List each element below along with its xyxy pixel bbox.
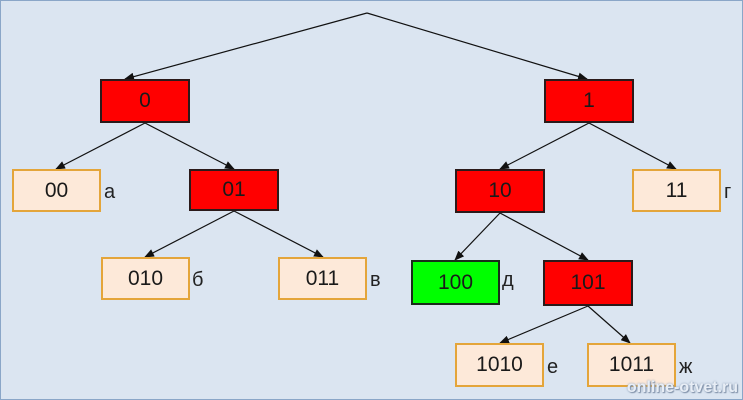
edge-101-1010 [499,305,589,344]
edge-0-01 [144,122,235,170]
node-10: 10 [455,169,545,213]
node-1011-label: 1011 [608,353,655,376]
edge-10-100 [454,212,501,261]
node-00-label: 00 [44,178,69,202]
edge-101-1011 [587,305,631,344]
edge-1-10 [499,122,590,170]
letter-a: а [104,181,116,203]
node-0-label: 0 [139,89,151,112]
edge-01-010 [144,210,235,258]
letter-b: б [192,269,204,291]
node-00: 00 [12,169,101,212]
node-1: 1 [544,79,634,123]
node-11-label: 11 [665,178,688,202]
watermark: online-otvet.ru [626,379,738,396]
edge-root-1 [366,12,588,81]
letter-g: г [724,181,732,203]
node-100-label: 100 [437,270,474,294]
letter-zh: ж [679,356,693,378]
node-1010-label: 1010 [476,353,523,376]
node-100: 100 [411,260,500,305]
letter-d: д [502,269,514,291]
node-011-label: 011 [305,266,340,290]
node-01-label: 01 [222,178,246,201]
edge-1-11 [588,122,677,170]
edge-0-00 [55,122,146,170]
node-1-label: 1 [583,89,595,112]
edge-01-011 [233,210,324,258]
node-011: 011 [278,257,367,300]
node-1011: 1011 [587,343,676,387]
node-010: 010 [101,257,190,300]
node-10-label: 10 [488,179,512,202]
node-1010: 1010 [455,343,544,387]
node-010-label: 010 [127,266,164,290]
node-0: 0 [100,79,190,123]
letter-v: в [370,269,381,291]
edge-10-101 [499,212,589,261]
letter-e: е [547,356,559,378]
edge-root-0 [124,12,368,81]
node-101-label: 101 [570,271,606,294]
node-101: 101 [543,260,633,306]
node-11: 11 [632,169,721,212]
node-01: 01 [189,169,279,211]
